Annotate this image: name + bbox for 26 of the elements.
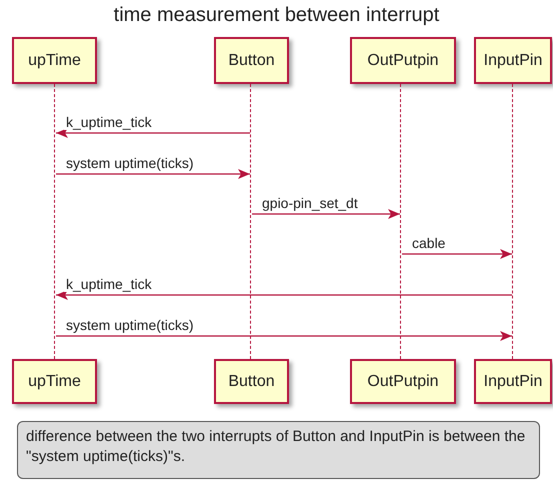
participant-box: upTime [12,359,97,404]
message-label: k_uptime_tick [64,276,154,292]
lifeline [54,84,56,359]
participant-box: Button [214,359,289,404]
message-label: cable [410,235,448,251]
participant-box: OutPutpin [350,359,456,404]
participant-box: InputPin [474,359,552,404]
note-box: difference between the two interrupts of Button and InputPin is between the "system uptime(ticks)"s. [17,421,540,479]
message-label: k_uptime_tick [64,114,154,130]
message-arrow [56,128,250,138]
lifeline [400,84,402,359]
message-label: gpio-pin_set_dt [260,195,360,211]
message-label: system uptime(ticks) [64,317,196,333]
message-label: system uptime(ticks) [64,155,196,171]
message-arrow [402,249,512,259]
participant-box: Button [214,37,289,84]
message-arrow [56,290,512,300]
participant-box: upTime [12,37,97,84]
lifeline [250,84,252,359]
message-arrow [56,331,512,341]
participant-box: InputPin [474,37,552,84]
message-arrow [56,169,250,179]
diagram-title: time measurement between interrupt [112,4,440,27]
message-arrow [252,209,400,219]
participant-box: OutPutpin [350,37,456,84]
lifeline [512,84,514,359]
